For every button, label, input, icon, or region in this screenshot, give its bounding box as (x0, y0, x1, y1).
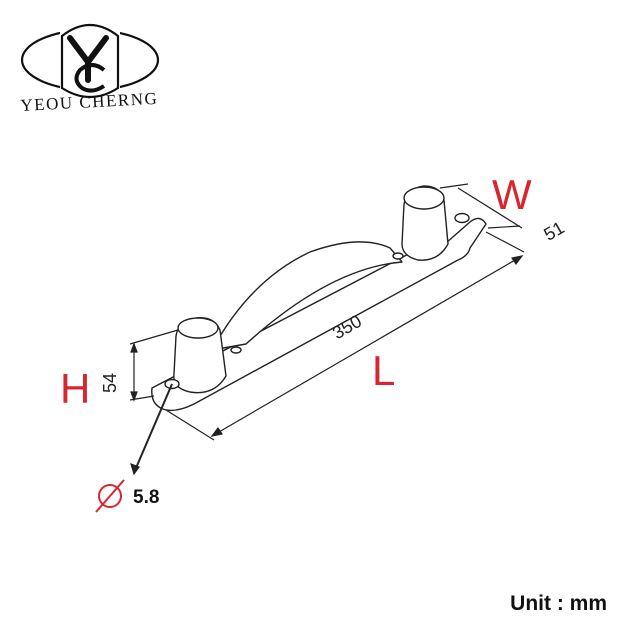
length-extension-left (165, 409, 215, 441)
right-post-top (403, 186, 445, 210)
length-dimension-line (211, 255, 523, 437)
handle-grip (211, 241, 403, 351)
diameter-slash (95, 479, 125, 513)
length-arrow-end (511, 255, 524, 266)
right-hole (454, 212, 470, 224)
hole-leader-arrow (130, 463, 140, 476)
diameter-circle (98, 484, 122, 508)
width-extension-top (439, 183, 469, 189)
handle-drawing (151, 185, 487, 412)
right-inner-hole (392, 252, 404, 260)
height-value: 54 (100, 372, 121, 394)
height-extension-top (129, 329, 179, 345)
hole-leader-line (135, 383, 173, 469)
left-inner-hole (230, 346, 242, 354)
height-extension-bottom (129, 395, 155, 401)
diameter-symbol (95, 479, 125, 513)
width-extension-bottom (487, 225, 521, 229)
height-arrow-top (130, 342, 138, 353)
dimension-lines (129, 183, 525, 476)
width-dimension-line (457, 187, 523, 229)
company-logo (20, 22, 160, 99)
left-post-top (177, 317, 219, 339)
height-arrow-bottom (130, 391, 138, 402)
width-letter: W (492, 171, 532, 218)
height-letter: H (60, 365, 91, 412)
logo-letter-y (67, 35, 109, 83)
length-letter: L (372, 347, 396, 394)
hole-diameter-value: 5.8 (133, 487, 160, 508)
length-extension-right (485, 231, 525, 253)
logo-letter-c (74, 63, 106, 93)
length-arrow-start (210, 426, 223, 437)
unit-label: Unit : mm (510, 592, 607, 615)
